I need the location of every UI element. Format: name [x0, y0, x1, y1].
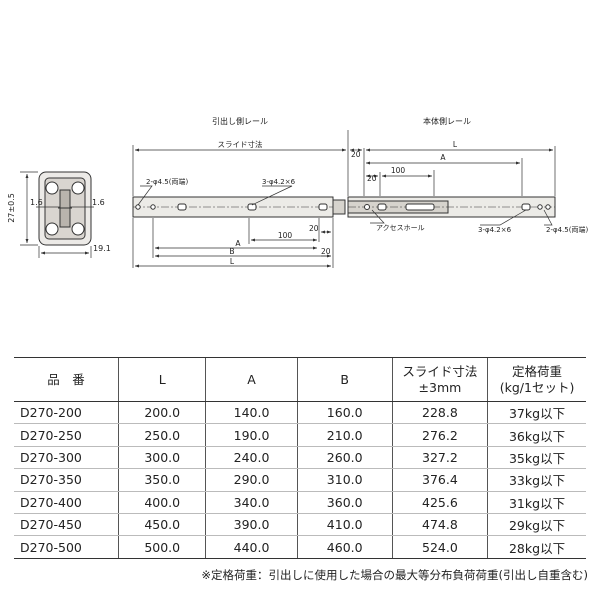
cell-A: 240.0 [205, 446, 298, 470]
left-dim-A-label: A [235, 239, 241, 248]
right-dim-100-label: 100 [391, 166, 406, 175]
cell-L: 300.0 [118, 446, 206, 470]
header-slide-dimension: スライド寸法 ±3mm [391, 357, 488, 402]
cell-A: 390.0 [205, 513, 298, 537]
cell-slide-dimension: 327.2 [391, 446, 488, 470]
cell-slide-dimension: 524.0 [391, 535, 488, 559]
left-hole-label: 2-φ4.5(両端) [146, 177, 188, 186]
cell-slide-dimension: 228.8 [391, 401, 488, 425]
cell-A: 290.0 [205, 468, 298, 492]
cell-L: 500.0 [118, 535, 206, 559]
header-L: L [118, 357, 206, 402]
section-dimensions [20, 171, 94, 258]
cell-slide-dimension: 474.8 [391, 513, 488, 537]
body-side-rail-title: 本体側レール [423, 116, 471, 126]
cell-B: 460.0 [296, 535, 393, 559]
cell-part-number: D270-400 [14, 491, 119, 514]
right-dim-20b-label: 20 [367, 174, 377, 183]
cell-B: 260.0 [296, 446, 393, 470]
cell-part-number: D270-500 [14, 535, 119, 559]
header-part-number: 品 番 [14, 357, 119, 402]
header-A: A [205, 357, 298, 402]
cell-L: 350.0 [118, 468, 206, 492]
cell-B: 310.0 [296, 468, 393, 492]
cell-B: 160.0 [296, 401, 393, 425]
cell-slide-dimension: 276.2 [391, 423, 488, 447]
right-dim-20-label: 20 [351, 150, 361, 159]
cell-rated-load: 35kg以下 [487, 446, 586, 470]
cell-part-number: D270-250 [14, 423, 119, 447]
left-slot-label: 3-φ4.2×6 [262, 178, 296, 186]
right-slot-label: 3-φ4.2×6 [478, 226, 512, 234]
cell-rated-load: 28kg以下 [487, 535, 586, 559]
cell-part-number: D270-350 [14, 468, 119, 492]
dimension-lines [132, 130, 556, 268]
left-dim-100-label: 100 [278, 231, 293, 240]
cell-B: 210.0 [296, 423, 393, 447]
cell-rated-load: 31kg以下 [487, 491, 586, 514]
spec-table: 品 番 L A B スライド寸法 ±3mm 定格荷重 (kg/1セット) D27… [14, 357, 586, 559]
header-B: B [296, 357, 393, 402]
right-dim-A-label: A [440, 153, 446, 162]
cell-rated-load: 29kg以下 [487, 513, 586, 537]
cell-rated-load: 36kg以下 [487, 423, 586, 447]
cell-part-number: D270-200 [14, 401, 119, 425]
drawer-side-rail [132, 196, 346, 218]
footnote: ※定格荷重：引出しに使用した場合の最大等分布負荷荷重(引出し自重含む) [201, 568, 588, 582]
spec-table-header-row: 品 番 L A B スライド寸法 ±3mm 定格荷重 (kg/1セット) [14, 357, 586, 402]
cell-slide-dimension: 425.6 [391, 491, 488, 514]
section-thickness-right-label: 1.6 [92, 198, 105, 207]
technical-drawing: 27±0.5 1.6 1.6 19.1 引出し側レール 本体側レール [7, 116, 588, 268]
body-side-rail [347, 196, 556, 218]
slide-dimension-label: スライド寸法 [218, 139, 263, 149]
cell-part-number: D270-450 [14, 513, 119, 537]
cell-rated-load: 37kg以下 [487, 401, 586, 425]
drawer-side-rail-title: 引出し側レール [212, 116, 268, 126]
cell-A: 190.0 [205, 423, 298, 447]
right-hole-label: 2-φ4.5(両端) [546, 225, 588, 234]
cell-A: 440.0 [205, 535, 298, 559]
cell-L: 450.0 [118, 513, 206, 537]
left-dim-B-label: B [229, 247, 234, 256]
section-thickness-left-label: 1.6 [30, 198, 43, 207]
access-hole-label: アクセスホール [376, 224, 425, 232]
left-dim-20-label: 20 [309, 224, 319, 233]
cell-L: 400.0 [118, 491, 206, 514]
cell-part-number: D270-300 [14, 446, 119, 470]
cell-L: 200.0 [118, 401, 206, 425]
cell-A: 140.0 [205, 401, 298, 425]
cell-slide-dimension: 376.4 [391, 468, 488, 492]
section-height-label: 27±0.5 [7, 193, 16, 223]
rail-cross-section [38, 171, 92, 246]
left-dim-L-label: L [230, 257, 235, 266]
cell-rated-load: 33kg以下 [487, 468, 586, 492]
right-dim-L-label: L [453, 140, 458, 149]
section-width-label: 19.1 [93, 244, 111, 253]
header-rated-load: 定格荷重 (kg/1セット) [487, 357, 586, 402]
cell-B: 360.0 [296, 491, 393, 514]
cell-L: 250.0 [118, 423, 206, 447]
left-dim-20b-label: 20 [321, 247, 331, 256]
cell-A: 340.0 [205, 491, 298, 514]
cell-B: 410.0 [296, 513, 393, 537]
